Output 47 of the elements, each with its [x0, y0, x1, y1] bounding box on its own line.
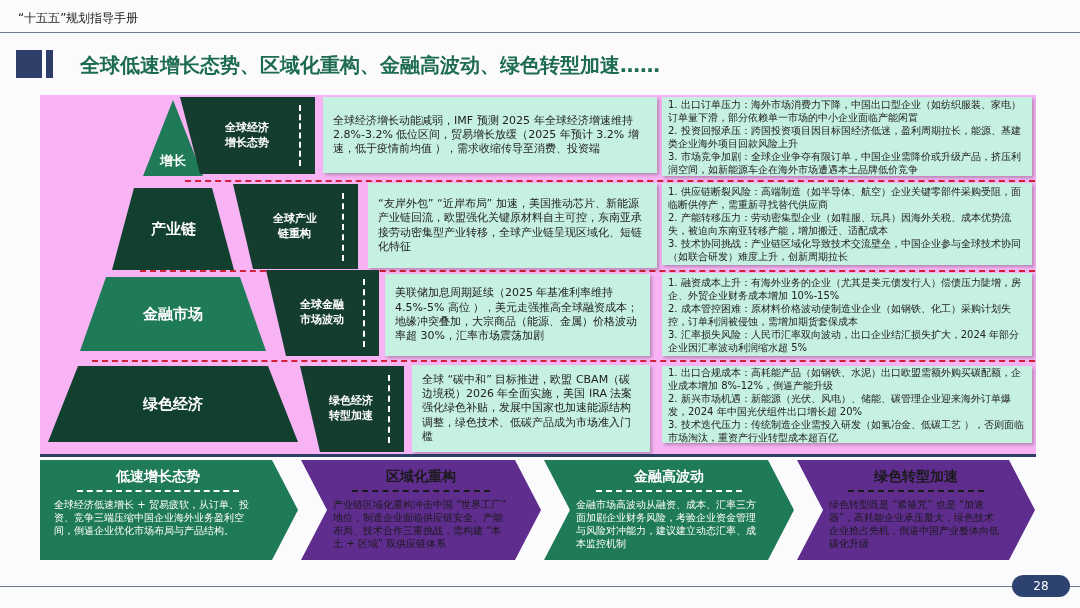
chevron-heading: 区域化重构 [352, 468, 490, 492]
impact-item: 3. 技术迭代压力：传统制造企业需投入研发（如氢冶金、低碳工艺 ），否则面临市场淘汰，重资产行业转型成本超百亿 [668, 417, 1025, 444]
tier-label: 金融市场 [143, 304, 203, 324]
topic-banner [300, 366, 404, 452]
impact-card [662, 183, 1032, 265]
impact-item: 3. 汇率损失风险：人民币汇率双向波动，出口企业结汇损失扩大，2024 年部分企业因汇率波动利润缩水超 5% [668, 327, 1021, 354]
chevron-heading: 绿色转型加速 [848, 468, 984, 492]
description-card [368, 183, 657, 268]
topic-label: 全球产业链重构 [271, 211, 318, 242]
header-text: “十五五”规划指导手册 [18, 10, 139, 27]
chevron-heading: 金融高波动 [596, 468, 742, 492]
description-text: 全球 “碳中和” 目标推进，欧盟 CBAM（碳边境税）2026 年全面实施，美国 IRA 法案强化绿色补贴，发展中国家也加速能源结构调整，绿色技术、低碳产品成为市场准入门槛 [422, 372, 634, 445]
tier-label: 产业链 [150, 219, 196, 239]
description-card [412, 365, 650, 452]
page-number: 28 [1012, 575, 1070, 597]
tier-label: 增长 [160, 152, 186, 170]
topic-label: 绿色经济转型加速 [328, 394, 374, 424]
topic-banner [266, 270, 379, 356]
topic-label: 全球金融市场波动 [298, 298, 345, 328]
slide-title: 全球低速增长态势、区域化重构、金融高波动、绿色转型加速…… [80, 52, 660, 79]
chevron-text: 金融市场高波动从融资、成本、汇率三方面加剧企业财务风险，考验企业资金管理与风险对冲能力，建议建立动态汇率、成本监控机制 [576, 498, 757, 550]
description-text: 美联储加息周期延续（2025 年基准利率维持 4.5%-5% 高位 ），美元走强推高全球融资成本；地缘冲突叠加，大宗商品（能源、金属）价格波动率超 30%，汇率市场震荡加剧 [395, 286, 640, 344]
chevron-heading: 低速增长态势 [76, 468, 240, 492]
description-card [385, 274, 650, 356]
impact-item: 1. 供应链断裂风险：高端制造（如半导体、航空）企业关键零部件采购受阻，面临断供停产，需重新寻找替代供应商 [668, 185, 1022, 211]
impact-item: 2. 产能转移压力：劳动密集型企业（如鞋服、玩具）因海外关税、成本优势流失，被迫向东南亚转移产能，增加搬迁、适配成本 [668, 211, 1012, 237]
chevron-text: 产业链区域化重构冲击中国 “世界工厂” 地位，制造企业面临供应链安全、产能布局、技术合作三重挑战，需构建 “本土 + 区域” 双供应链体系 [333, 498, 508, 550]
description-text: “友岸外包” “近岸布局” 加速，美国推动芯片、新能源产业链回流，欧盟强化关键原材料自主可控，东南亚承接劳动密集型产业转移，全球产业链呈现区域化、短链化特征 [378, 196, 643, 255]
description-text: 全球经济增长动能减弱，IMF 预测 2025 年全球经济增速维持 2.8%-3.2% 低位区间，贸易增长放缓（2025 年预计 3.2% 增速，低于疫情前均值 ），需求收缩传导至消费、投资端 [333, 113, 640, 157]
impact-item: 3. 市场竞争加剧：全球企业争夺有限订单，中国企业需降价或升级产品，挤压利润空间，如新能源车企在海外市场遭遇本土品牌低价竞争 [668, 149, 1022, 176]
tier-label: 绿色经济 [143, 394, 203, 414]
topic-label: 全球经济增长态势 [223, 120, 270, 151]
impact-item: 1. 出口订单压力：海外市场消费力下降，中国出口型企业（如纺织服装、家电）订单量下滑，部分依赖单一市场的中小企业面临产能闲置 [668, 97, 1022, 124]
impact-card [662, 366, 1032, 443]
impact-card [662, 97, 1032, 176]
impact-item: 2. 投资回报承压：跨国投资项目因目标国经济低迷，盈利周期拉长，能源、基建类企业海外项目回款风险上升 [668, 123, 1022, 150]
impact-item: 1. 出口合规成本：高耗能产品（如钢铁、水泥）出口欧盟需额外购买碳配额，企业成本增加 8%-12%，倒逼产能升级 [668, 365, 1022, 392]
impact-item: 2. 成本管控困难：原材料价格波动使制造业企业（如钢铁、化工）采购计划失控，订单利润被侵蚀，需增加期货套保成本 [668, 301, 1012, 328]
chevron-text: 全球经济低速增长 + 贸易疲软，从订单、投资、竞争三端压缩中国企业海外业务盈利空间，倒逼企业优化市场布局与产品结构。 [54, 498, 250, 537]
impact-item: 1. 融资成本上升：有海外业务的企业（尤其是美元债发行人）偿债压力陡增，房企、外贸企业财务成本增加 10%-15% [668, 275, 1022, 302]
impact-item: 2. 新兴市场机遇：新能源（光伏、风电）、储能、碳管理企业迎来海外订单爆发，2024 年中国光伏组件出口增长超 20% [668, 391, 1012, 418]
description-card [323, 97, 657, 173]
impact-item: 3. 技术协同挑战：产业链区域化导致技术交流壁垒，中国企业参与全球技术协同（如联合研发）难度上升，创新周期拉长 [668, 237, 1022, 263]
chevron-text: 绿色转型既是 “紧箍咒” 也是 “加速器”，高耗能企业承压最大，绿色技术企业抢占先机，倒逼中国产业整体向低碳化升级 [829, 498, 1000, 550]
topic-banner [233, 184, 358, 269]
impact-card [662, 273, 1032, 356]
chevron-banner [40, 460, 298, 560]
